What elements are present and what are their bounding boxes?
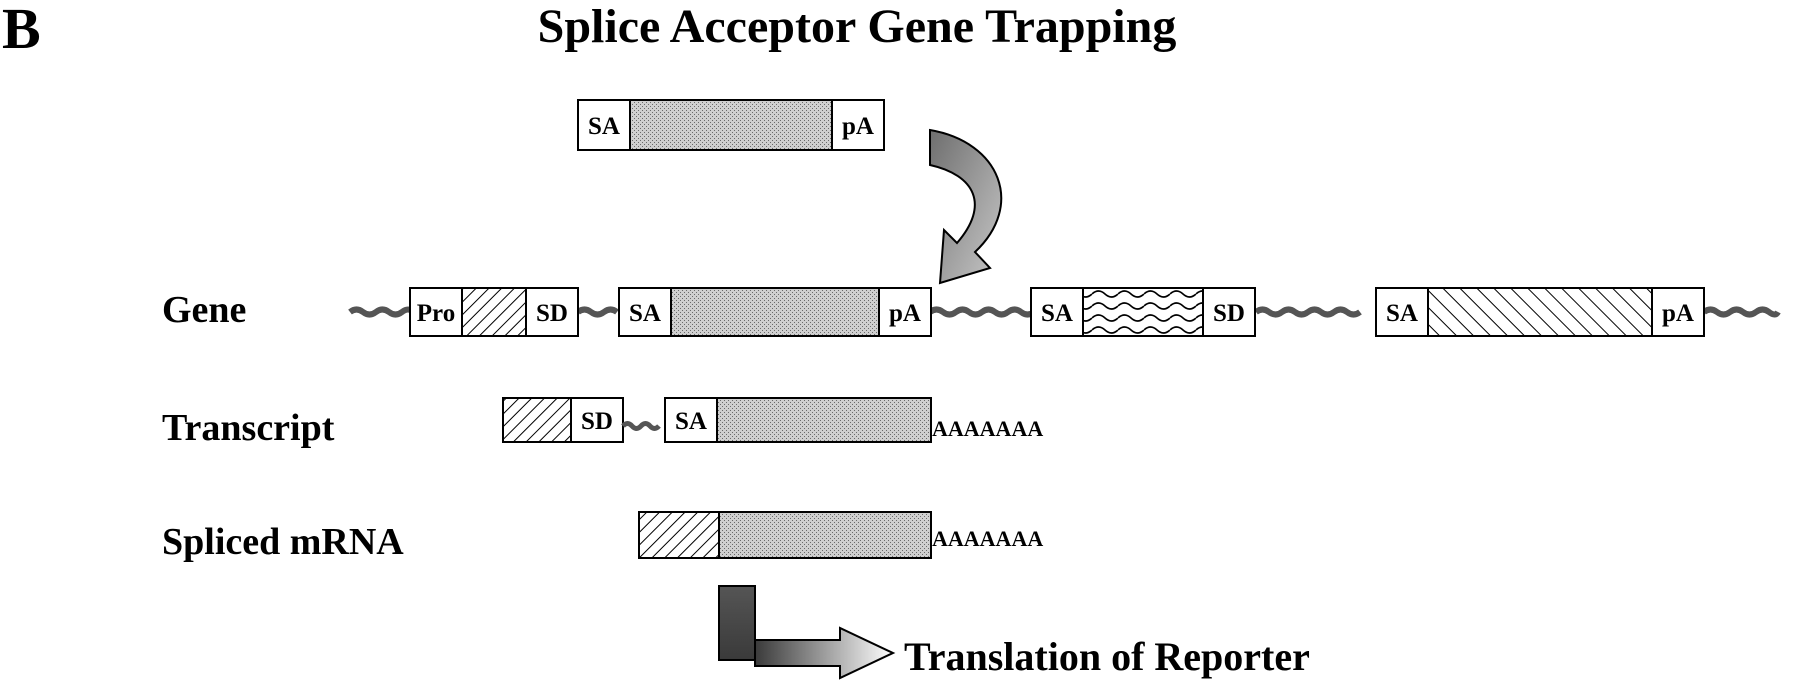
trap-sa-box [618, 287, 672, 337]
insertion-arrow [929, 128, 1003, 285]
transcript-intron [621, 421, 661, 431]
exon2-sd-label: SD [1213, 300, 1245, 327]
vector-pa-box [831, 99, 885, 151]
trap-vector: SA pA [577, 99, 885, 151]
trap-pa-box [878, 287, 932, 337]
gene-trap-insert: SA pA [618, 287, 932, 337]
spliced-polya: AAAAAAA [932, 526, 1043, 551]
vector-sa-box [577, 99, 631, 151]
transcript-polya: AAAAAAA [932, 416, 1043, 441]
trap-sa-label: SA [629, 300, 661, 327]
exon1-hatched-box [461, 287, 527, 337]
gene-exon-2: SA SD [1030, 287, 1256, 337]
row-label-gene: Gene [162, 289, 246, 331]
exon1-sd-box [525, 287, 579, 337]
exon3-hatched-box [1427, 287, 1653, 337]
pro-label: Pro [417, 300, 455, 327]
gene-exon-1: Pro SD [409, 287, 579, 337]
figure-title: Splice Acceptor Gene Trapping [538, 0, 1177, 53]
vector-pa-label: pA [842, 113, 874, 140]
exon1-sd-label: SD [536, 300, 568, 327]
vector-reporter-box [629, 99, 833, 151]
panel-letter: B [2, 0, 41, 61]
transcript-hatched-box [502, 397, 572, 443]
row-label-transcript: Transcript [162, 407, 335, 449]
translation-label: Translation of Reporter [904, 634, 1310, 679]
exon2-wavy-box [1082, 287, 1204, 337]
transcript-sa-label: SA [675, 408, 707, 435]
exon3-pa-label: pA [1662, 300, 1694, 327]
transcript: SD SA AAAAAAA [502, 397, 1043, 443]
gene-exon-3: SA pA [1375, 287, 1705, 337]
spliced-mrna: AAAAAAA [638, 511, 1043, 559]
row-label-spliced-mrna: Spliced mRNA [162, 521, 404, 563]
transcript-sd-box [570, 397, 624, 443]
vector-sa-label: SA [588, 113, 620, 140]
spliced-hatched-box [638, 511, 720, 559]
exon2-sa-label: SA [1041, 300, 1073, 327]
exon2-sa-box [1030, 287, 1084, 337]
transcript-sd-label: SD [581, 408, 613, 435]
trap-pa-label: pA [889, 300, 921, 327]
transcript-reporter-box [716, 397, 932, 443]
trap-reporter-box [670, 287, 880, 337]
pro-box [409, 287, 463, 337]
exon3-pa-box [1651, 287, 1705, 337]
exon2-sd-box [1202, 287, 1256, 337]
translation-arrow [718, 585, 896, 680]
gene-backbone [348, 306, 1781, 318]
spliced-reporter-box [718, 511, 932, 559]
exon3-sa-label: SA [1386, 300, 1418, 327]
